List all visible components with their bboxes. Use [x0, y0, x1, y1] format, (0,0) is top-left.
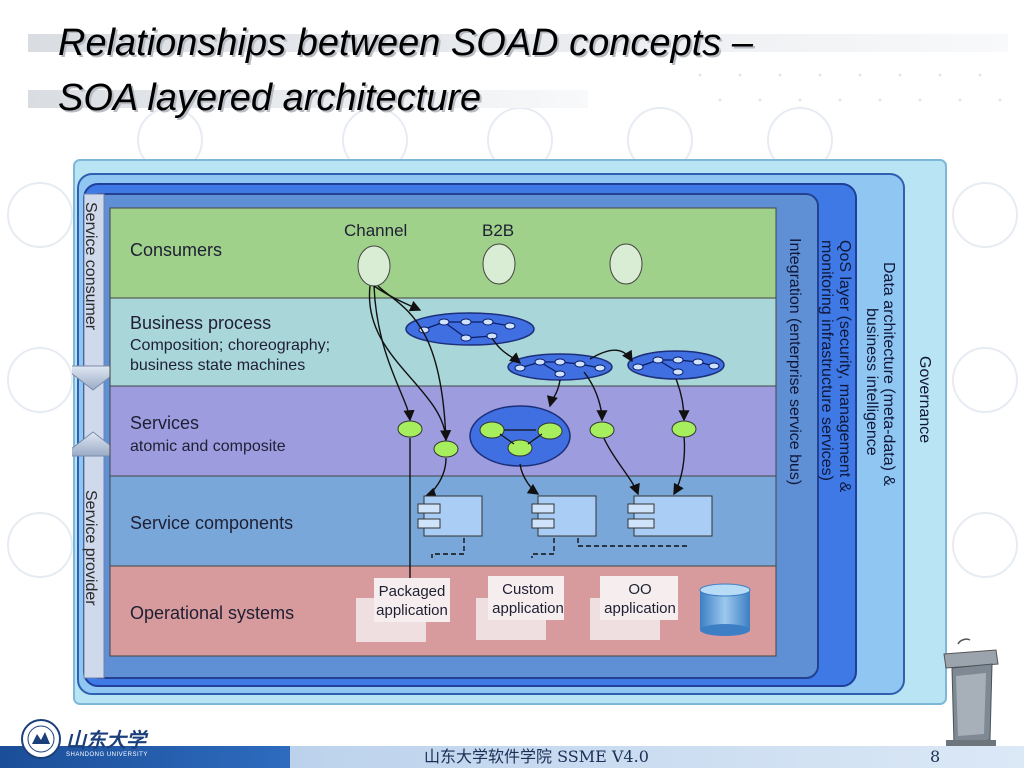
- label-business-process: Business process: [130, 313, 271, 333]
- layer-consumers: [109, 207, 777, 299]
- title-bar-1: [28, 34, 1008, 52]
- process-3: [627, 350, 725, 380]
- packaged-app-label-2: application: [376, 602, 448, 619]
- consumer-node-b2b: [482, 243, 516, 285]
- data-architecture-label-line-2: business intelligence: [863, 308, 880, 456]
- title-bar-2: [28, 90, 588, 108]
- connectors: [368, 285, 690, 610]
- footer-center-text: 山东大学软件学院 SSME V4.0: [424, 747, 649, 766]
- service-dot-6: [589, 421, 615, 439]
- custom-app-box: [488, 576, 564, 620]
- qos-label-line-1: QoS layer (security, management &: [836, 240, 853, 493]
- custom-app-label-1: Custom: [502, 581, 554, 598]
- slide-title-line-2: SOA layered architecture: [58, 77, 482, 119]
- service-dot-5: [537, 422, 563, 440]
- service-dot-3: [479, 421, 505, 439]
- governance-label: Governance: [916, 356, 933, 443]
- page-number: 8: [930, 747, 941, 766]
- component-2: [531, 495, 597, 537]
- slide-title-line-1: Relationships between SOAD concepts –: [58, 22, 753, 64]
- footer-left-band: [0, 746, 290, 768]
- process-1: [405, 312, 535, 346]
- data-architecture-label-line-1: Data architecture (meta-data) &: [880, 262, 897, 486]
- channel-label: Channel: [344, 221, 407, 240]
- university-logo-subtext: SHANDONG UNIVERSITY: [66, 752, 148, 758]
- consumer-node-channel: [357, 245, 391, 287]
- label-services: Services: [130, 413, 199, 433]
- service-dot-1: [397, 420, 423, 438]
- service-dot-2: [433, 440, 459, 458]
- label-consumers: Consumers: [130, 240, 222, 260]
- dashed-links: [431, 530, 689, 558]
- database-icon: [699, 583, 751, 636]
- footer-right-band: [290, 746, 1024, 768]
- b2b-label: B2B: [482, 221, 514, 240]
- process-2: [507, 353, 613, 381]
- label-business-process-sub2: business state machines: [130, 357, 305, 374]
- label-services-sub: atomic and composite: [130, 438, 286, 455]
- service-consumer-label: Service consumer: [82, 202, 99, 331]
- packaged-app-box: [374, 578, 450, 622]
- integration-label: Integration (enterprise service bus): [786, 238, 803, 485]
- podium-icon: [943, 638, 999, 746]
- service-dot-7: [671, 420, 697, 438]
- composite-links: [499, 429, 543, 445]
- component-3: [627, 495, 713, 537]
- qos-label-line-2: monitoring infrastructure services): [818, 240, 835, 481]
- packaged-app-label-1: Packaged: [379, 583, 446, 600]
- label-operational-systems: Operational systems: [130, 603, 294, 623]
- university-seal-icon: [21, 719, 61, 759]
- label-service-components: Service components: [130, 513, 293, 533]
- oo-app-box: [600, 576, 678, 620]
- oo-app-label-1: OO: [628, 581, 651, 598]
- label-business-process-sub: Composition; choreography;: [130, 337, 330, 354]
- component-1: [417, 495, 483, 537]
- consumer-node-other: [609, 243, 643, 285]
- service-provider-label: Service provider: [82, 490, 99, 606]
- soa-layered-architecture-diagram: Service consumer Service provider Consum…: [72, 159, 947, 705]
- oo-app-label-2: application: [604, 600, 676, 617]
- university-logo-text: 山东大学: [66, 728, 146, 752]
- custom-app-label-2: application: [492, 600, 564, 617]
